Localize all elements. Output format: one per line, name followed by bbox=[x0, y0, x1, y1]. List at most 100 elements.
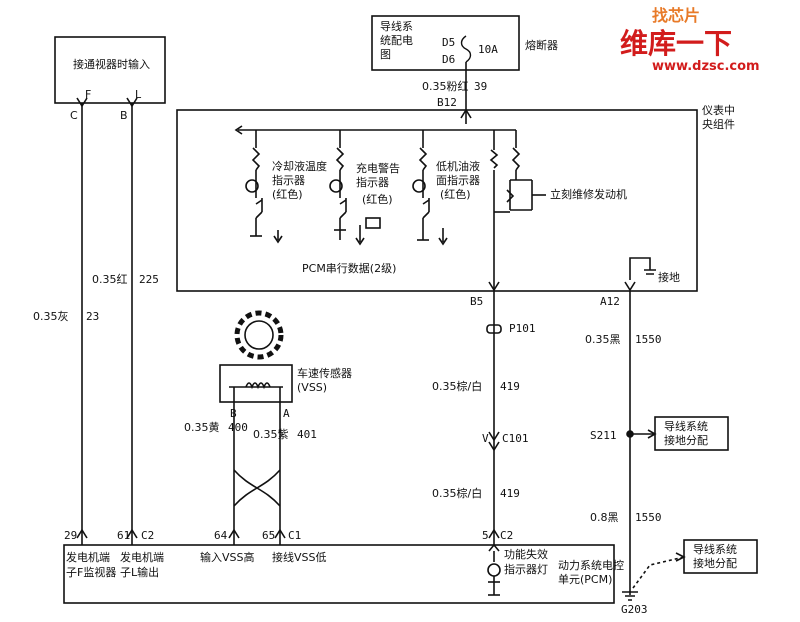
wire-1550-num-1: 1550 bbox=[635, 333, 662, 346]
cluster-title-2: 央组件 bbox=[702, 118, 735, 131]
pcm-vss-low: 接线VSS低 bbox=[272, 551, 327, 564]
fuse-symbol bbox=[460, 35, 472, 63]
connector-c-label: C bbox=[70, 109, 78, 122]
wire-401-label: 0.35紫 bbox=[253, 428, 289, 441]
wire-1550-label-1: 0.35黑 bbox=[585, 333, 621, 346]
fuse-box-line3: 图 bbox=[380, 48, 391, 61]
fuse-box-line2: 统配电 bbox=[380, 34, 413, 47]
pcm-unit-line2: 单元(PCM) bbox=[558, 573, 613, 586]
wire-225-label: 0.35红 bbox=[92, 273, 128, 286]
service-engine-label: 立刻维修发动机 bbox=[550, 188, 627, 201]
vss-sensor-graphic bbox=[219, 310, 293, 403]
vss-title: 车速传感器 bbox=[297, 367, 352, 380]
connector-p101-label: P101 bbox=[509, 322, 536, 335]
watermark-url: www.dzsc.com bbox=[652, 59, 760, 74]
connector-b12-label: B12 bbox=[437, 96, 457, 109]
pcm-gen-l-line1: 发电机端 bbox=[120, 551, 164, 564]
instrument-cluster-box bbox=[176, 109, 698, 292]
wire-1550-num-2: 1550 bbox=[635, 511, 662, 524]
bus-arrow bbox=[234, 125, 243, 135]
ground-g203 bbox=[622, 591, 638, 601]
pcm-lamp-driver bbox=[487, 551, 501, 596]
pin-f: F bbox=[85, 88, 92, 101]
ind3-line2: 面指示器 bbox=[436, 174, 480, 187]
connector-b12 bbox=[460, 108, 472, 119]
pcm-box bbox=[63, 544, 615, 604]
ground-box-2-line1: 导线系统 bbox=[693, 543, 737, 556]
vss-pin-b: B bbox=[230, 407, 237, 420]
connector-a12-label: A12 bbox=[600, 295, 620, 308]
ground-box-1-line2: 接地分配 bbox=[664, 434, 708, 447]
wire-225-num: 225 bbox=[139, 273, 159, 286]
pin-29: 29 bbox=[64, 529, 78, 542]
connector-c2-left: C2 bbox=[141, 529, 155, 542]
connector-c2-mid: C2 bbox=[500, 529, 514, 542]
pin-61: 61 bbox=[117, 529, 131, 542]
ind3-line1: 低机油液 bbox=[436, 160, 480, 173]
fuse-wire-label: 0.35粉红 bbox=[422, 80, 469, 93]
service-engine-branch bbox=[489, 130, 546, 291]
indicator-branch-1 bbox=[245, 130, 283, 244]
pcm-vss-high: 输入VSS高 bbox=[200, 551, 255, 564]
fuse-d5: D5 bbox=[442, 36, 456, 49]
fuse-rating: 10A bbox=[478, 43, 498, 56]
ground-g203-label: G203 bbox=[621, 603, 648, 616]
ground-box-1-line1: 导线系统 bbox=[664, 420, 708, 433]
pcm-lamp-line2: 指示器灯 bbox=[504, 563, 548, 576]
cluster-ground bbox=[629, 257, 656, 280]
wire-400-label: 0.35黄 bbox=[184, 421, 220, 434]
cluster-title-1: 仪表中 bbox=[702, 104, 735, 117]
fuse-box-line1: 导线系 bbox=[380, 20, 413, 33]
wire-419-num-1: 419 bbox=[500, 380, 520, 393]
wire-400-num: 400 bbox=[228, 421, 248, 434]
wire-twist bbox=[233, 469, 281, 507]
ind2-line1: 充电警告 bbox=[356, 162, 400, 175]
connector-c101-label: C101 bbox=[502, 432, 529, 445]
ind3-line3: (红色) bbox=[440, 188, 471, 201]
ind1-line1: 冷却液温度 bbox=[272, 160, 327, 173]
connector-b5 bbox=[488, 281, 500, 292]
wire-401-num: 401 bbox=[297, 428, 317, 441]
wire-419-num-2: 419 bbox=[500, 487, 520, 500]
fuse-title: 熔断器 bbox=[525, 39, 558, 52]
connector-v: V bbox=[482, 432, 489, 445]
splice-s211 bbox=[626, 430, 634, 438]
indicator-branch-3 bbox=[412, 130, 448, 246]
cluster-ground-label: 接地 bbox=[658, 271, 680, 284]
wire-419-label-1: 0.35棕/白 bbox=[432, 380, 483, 393]
pcm-gen-f-line2: 子F监视器 bbox=[66, 566, 117, 579]
pin-65: 65 bbox=[262, 529, 276, 542]
ind1-line2: 指示器 bbox=[272, 174, 305, 187]
watermark-brand: 维库一下 bbox=[620, 27, 733, 60]
pcm-serial-label: PCM串行数据(2级) bbox=[302, 262, 397, 275]
pcm-gen-f-line1: 发电机端 bbox=[66, 551, 110, 564]
ind2-line3: (红色) bbox=[362, 193, 393, 206]
connector-a12 bbox=[624, 281, 636, 292]
fuse-box bbox=[371, 15, 520, 71]
wire-23-num: 23 bbox=[86, 310, 100, 323]
monitor-input-label: 接通视器时输入 bbox=[73, 58, 150, 71]
ground-box-2-line2: 接地分配 bbox=[693, 557, 737, 570]
pin-5: 5 bbox=[482, 529, 489, 542]
fuse-d6: D6 bbox=[442, 53, 456, 66]
vss-pin-a: A bbox=[283, 407, 290, 420]
wire-419-label-2: 0.35棕/白 bbox=[432, 487, 483, 500]
fuse-wire-num: 39 bbox=[474, 80, 488, 93]
pin-l: L bbox=[135, 88, 142, 101]
pcm-unit-line1: 动力系统电控 bbox=[558, 559, 624, 572]
watermark-badge: 找芯片 bbox=[652, 6, 701, 25]
vss-sub: (VSS) bbox=[297, 381, 328, 394]
pin-64: 64 bbox=[214, 529, 228, 542]
connector-b-label: B bbox=[120, 109, 128, 122]
connector-c1: C1 bbox=[288, 529, 302, 542]
pcm-gen-l-line2: 子L输出 bbox=[120, 566, 160, 579]
monitor-input-box bbox=[54, 36, 166, 104]
connector-b5-label: B5 bbox=[470, 295, 484, 308]
connector-c101 bbox=[488, 431, 500, 452]
ind2-line2: 指示器 bbox=[356, 176, 389, 189]
splice-s211-label: S211 bbox=[590, 429, 617, 442]
ind1-line3: (红色) bbox=[272, 188, 303, 201]
pcm-lamp-line1: 功能失效 bbox=[504, 548, 548, 561]
